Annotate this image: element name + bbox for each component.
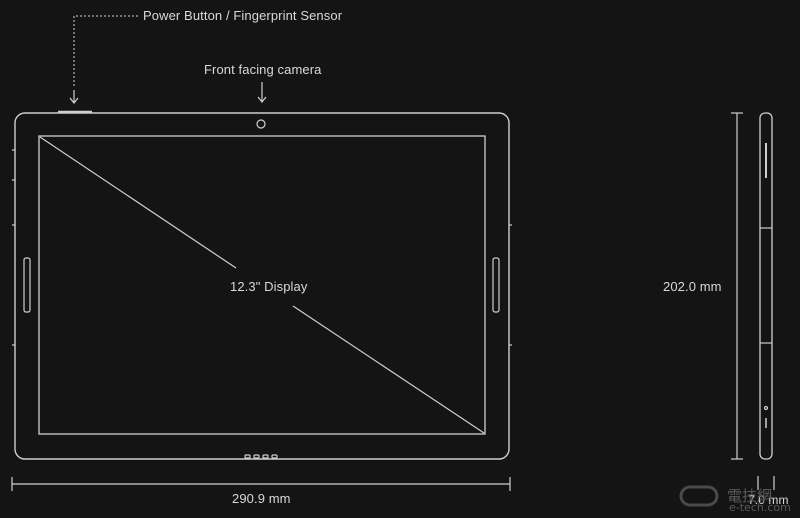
watermark-logo bbox=[679, 485, 719, 507]
power-button-arrow bbox=[69, 90, 79, 104]
pogo-pins bbox=[244, 454, 278, 459]
width-dimension-label: 290.9 mm bbox=[232, 491, 291, 506]
display-label: 12.3" Display bbox=[227, 279, 311, 294]
display-diagonal-b bbox=[292, 305, 485, 434]
display bbox=[38, 135, 486, 435]
watermark-cn: 電技網 bbox=[727, 487, 773, 505]
height-dimension-line bbox=[731, 112, 743, 460]
power-button-leader bbox=[73, 15, 138, 88]
display-diagonal-a bbox=[39, 136, 237, 269]
depth-dimension-line bbox=[757, 476, 775, 490]
watermark-url: e-tech.com bbox=[729, 501, 791, 514]
depth-dimension-label: 7.0 mm bbox=[748, 493, 789, 507]
height-dimension-label: 202.0 mm bbox=[663, 279, 722, 294]
front-camera-callout: Front facing camera bbox=[204, 62, 322, 77]
tablet-body bbox=[14, 112, 510, 460]
left-speaker bbox=[23, 257, 31, 313]
front-camera bbox=[256, 119, 266, 129]
camera-arrow bbox=[257, 82, 267, 103]
tablet-side-view bbox=[759, 112, 773, 460]
width-dimension-line bbox=[11, 477, 511, 491]
power-button-callout: Power Button / Fingerprint Sensor bbox=[143, 8, 343, 23]
right-speaker bbox=[492, 257, 500, 313]
